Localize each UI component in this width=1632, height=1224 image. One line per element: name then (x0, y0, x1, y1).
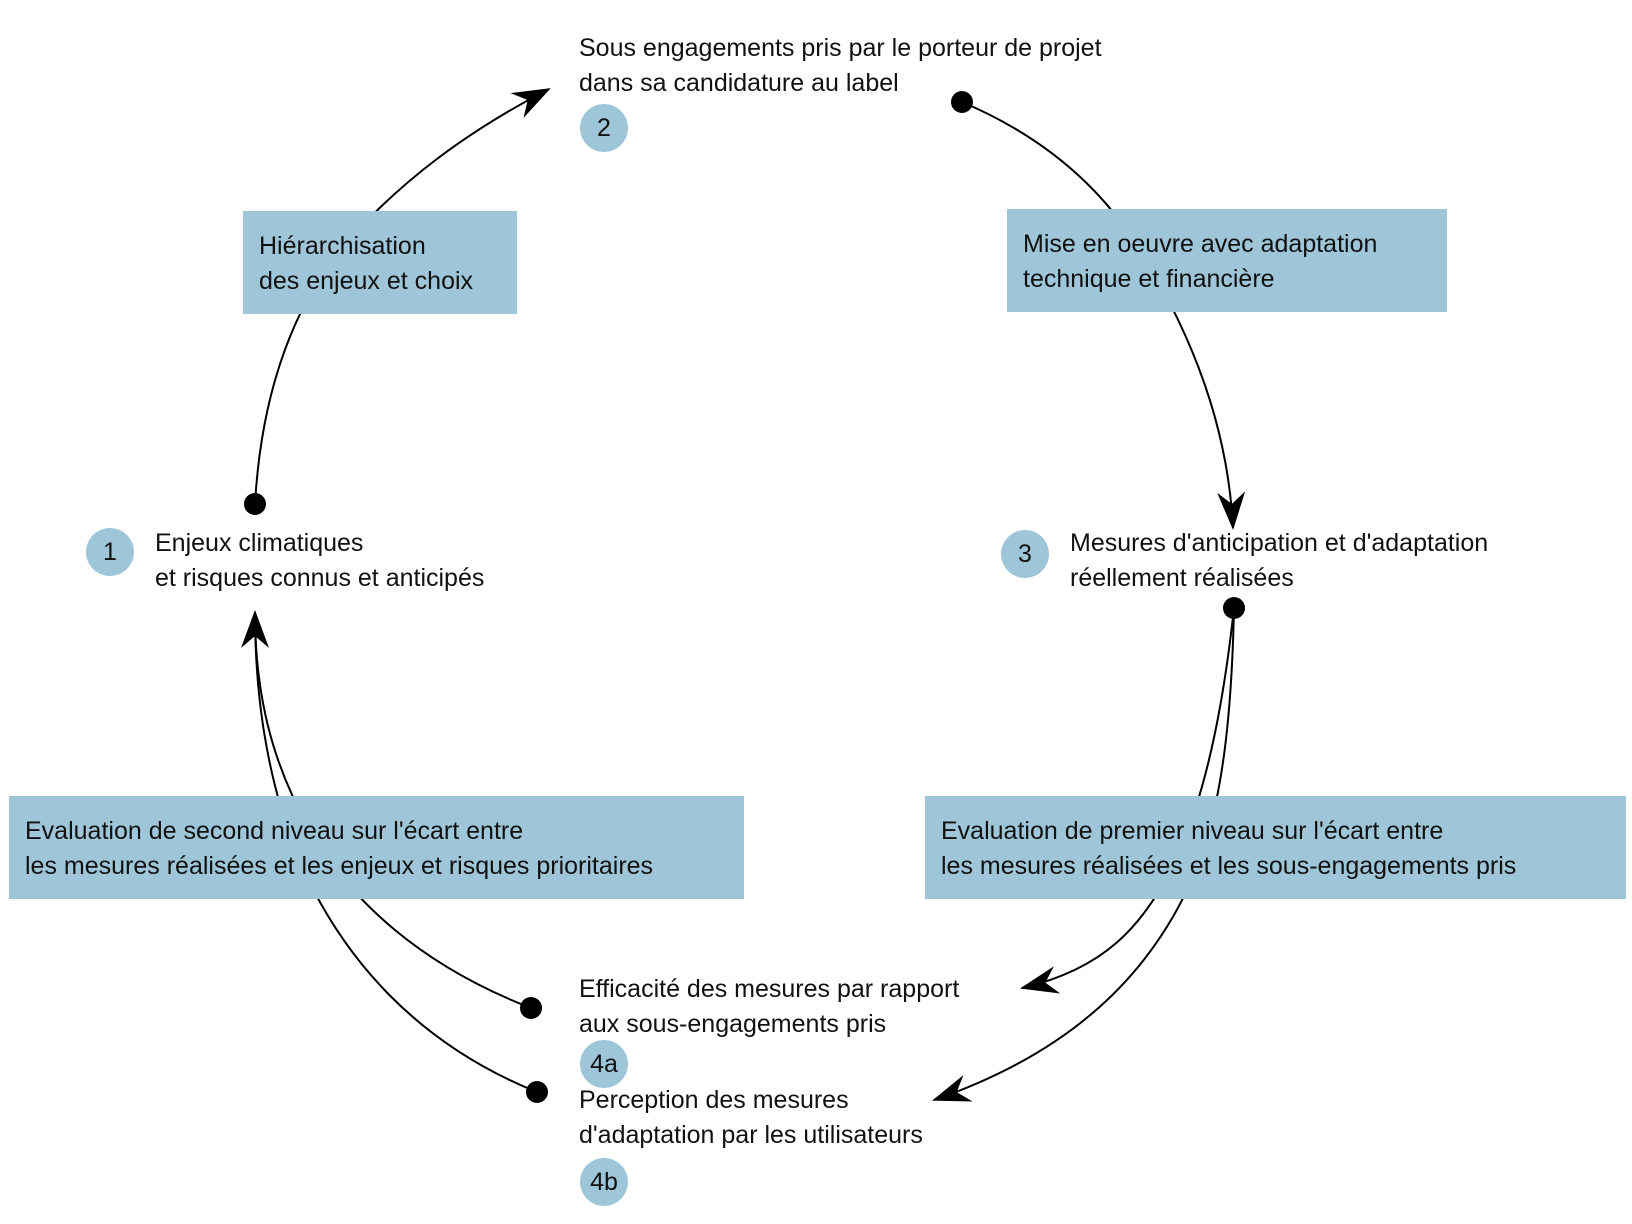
box-mise-en-oeuvre-text: Mise en oeuvre avec adaptation technique… (1023, 227, 1431, 297)
box-eval-premier-line2: les mesures réalisées et les sous-engage… (941, 852, 1517, 880)
badge-node-4b: 4b (580, 1158, 628, 1206)
box-hierarchisation-text: Hiérarchisation des enjeux et choix (259, 229, 501, 299)
node-3-line2: réellement réalisées (1070, 564, 1294, 592)
badge-node-3: 3 (1001, 530, 1049, 578)
node-4b-line2: d'adaptation par les utilisateurs (579, 1121, 923, 1149)
connector-3-start-dot (1223, 597, 1245, 619)
box-mise-en-oeuvre-line1: Mise en oeuvre avec adaptation (1023, 230, 1378, 258)
box-hierarchisation-line1: Hiérarchisation (259, 232, 426, 260)
box-eval-second-line2: les mesures réalisées et les enjeux et r… (25, 852, 654, 880)
badge-node-1: 1 (86, 528, 134, 576)
box-eval-premier-niveau: Evaluation de premier niveau sur l'écart… (925, 796, 1626, 899)
box-mise-en-oeuvre-line2: technique et financière (1023, 265, 1275, 293)
node-3-line1: Mesures d'anticipation et d'adaptation (1070, 529, 1489, 557)
connector-4a-start-dot (520, 997, 542, 1019)
node-4a-label: Efficacité des mesures par rapport aux s… (579, 972, 959, 1042)
node-4b-label: Perception des mesures d'adaptation par … (579, 1083, 923, 1153)
box-eval-premier-text: Evaluation de premier niveau sur l'écart… (941, 814, 1610, 884)
connector-4b-start-dot (526, 1081, 548, 1103)
node-4a-line2: aux sous-engagements pris (579, 1010, 887, 1038)
node-4b-line1: Perception des mesures (579, 1086, 849, 1114)
box-eval-second-niveau: Evaluation de second niveau sur l'écart … (9, 796, 744, 899)
badge-node-2: 2 (580, 104, 628, 152)
box-eval-second-line1: Evaluation de second niveau sur l'écart … (25, 817, 524, 845)
node-1-label: Enjeux climatiques et risques connus et … (155, 526, 484, 596)
box-hierarchisation: Hiérarchisation des enjeux et choix (243, 211, 517, 314)
connector-2-to-3 (961, 101, 1246, 530)
box-hierarchisation-line2: des enjeux et choix (259, 267, 474, 295)
box-eval-second-text: Evaluation de second niveau sur l'écart … (25, 814, 728, 884)
node-1-line1: Enjeux climatiques (155, 529, 364, 557)
node-4a-line1: Efficacité des mesures par rapport (579, 975, 960, 1003)
node-3-label: Mesures d'anticipation et d'adaptation r… (1070, 526, 1488, 596)
box-eval-premier-line1: Evaluation de premier niveau sur l'écart… (941, 817, 1444, 845)
node-2-line2: dans sa candidature au label (579, 69, 899, 97)
connector-1-to-2-start-dot (244, 493, 266, 515)
box-mise-en-oeuvre: Mise en oeuvre avec adaptation technique… (1007, 209, 1447, 312)
badge-node-4a: 4a (580, 1040, 628, 1088)
connector-2-to-3-start-dot (951, 91, 973, 113)
node-2-label: Sous engagements pris par le porteur de … (579, 31, 1102, 101)
node-1-line2: et risques connus et anticipés (155, 564, 485, 592)
node-2-line1: Sous engagements pris par le porteur de … (579, 34, 1102, 62)
